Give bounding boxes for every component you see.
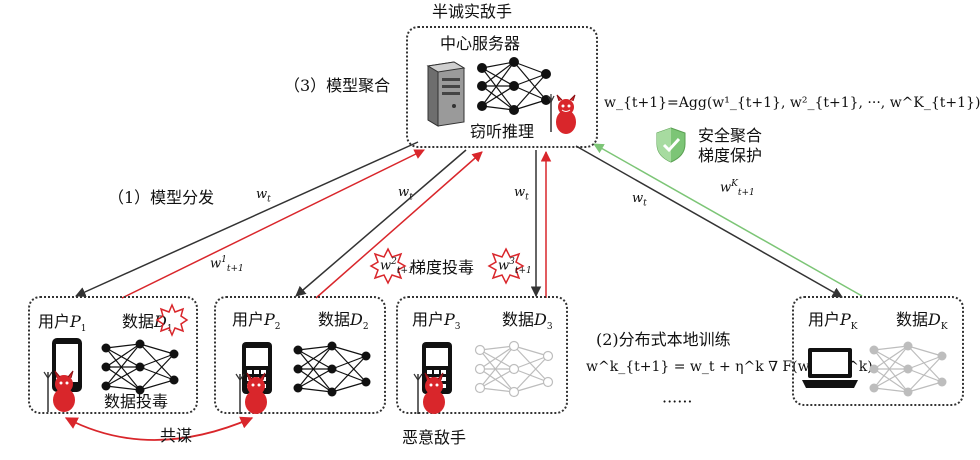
client-pK-data-label: 数据DK <box>896 310 948 333</box>
edge-label-wt-3: wt <box>514 185 529 203</box>
local-training-step-label: (2)分布式本地训练 <box>596 330 731 349</box>
client-p2-neural-network-icon <box>293 341 371 397</box>
server-title: 中心服务器 <box>440 34 521 53</box>
client-p2-data-label: 数据D2 <box>318 310 369 333</box>
semi-honest-adversary-label: 半诚实敌手 <box>432 2 513 21</box>
client-p3-user-label: 用户P3 <box>412 310 461 333</box>
poison-badge-w2-icon <box>369 247 407 285</box>
poison-w2-label: w2t+1 <box>380 257 414 276</box>
edge-label-wt-4: wt <box>632 191 647 209</box>
data-poison-badge-icon <box>155 303 189 337</box>
data-poisoning-label: 数据投毒 <box>104 392 169 411</box>
server-box <box>406 26 598 148</box>
client-p1-devil-icon <box>43 370 75 412</box>
edge-label-wK: wKt+1 <box>720 179 755 198</box>
laptop-icon <box>802 348 858 388</box>
server-neural-network-icon <box>477 57 551 115</box>
collusion-label: 共谋 <box>160 426 193 445</box>
shield-check-icon <box>656 127 686 163</box>
poison-badge-w3-icon <box>487 247 525 285</box>
client-p2-devil-icon <box>235 372 267 414</box>
edge-label-w1: w1t+1 <box>210 255 244 274</box>
client-pK-user-label: 用户PK <box>808 310 858 333</box>
aggregation-formula: w_{t+1}=Agg(w¹_{t+1}, w²_{t+1}, ···, w^K… <box>604 95 980 111</box>
server-devil-icon <box>547 94 576 134</box>
malicious-adversary-label: 恶意敌手 <box>402 428 467 447</box>
local-training-formula: w^k_{t+1} = w_t + η^k ∇ F(w^t, D^k) <box>586 359 873 375</box>
client-p3-devil-icon <box>413 372 445 414</box>
client-p3-data-label: 数据D3 <box>502 310 553 333</box>
client-p3-neural-network-icon <box>474 340 554 398</box>
ellipsis-label: ······ <box>662 392 693 411</box>
client-box-p2 <box>214 296 386 414</box>
gradient-protection-label: 梯度保护 <box>698 146 763 165</box>
poison-w3-label: w3t+1 <box>498 257 532 276</box>
client-p1-neural-network-icon <box>101 339 179 395</box>
edge-p2-to-server <box>315 151 483 299</box>
client-box-pK <box>792 296 964 406</box>
server-tower-icon <box>426 61 466 127</box>
eavesdrop-inference-label: 窃听推理 <box>470 122 535 141</box>
edge-pK-to-server <box>593 143 863 297</box>
edge-label-wt-1: wt <box>256 187 271 205</box>
secure-aggregation-label: 安全聚合 <box>698 126 763 145</box>
client-box-p3 <box>396 296 568 414</box>
edge-p1-to-server <box>121 149 425 299</box>
edge-label-wt-2: wt <box>398 185 413 203</box>
client-box-p1 <box>28 296 198 414</box>
distribute-step-label: （1）模型分发 <box>108 188 215 207</box>
edge-server-to-p2 <box>295 149 467 297</box>
client-p2-user-label: 用户P2 <box>232 310 281 333</box>
client-p1-user-label: 用户P1 <box>38 312 87 335</box>
gradient-poisoning-label: 梯度投毒 <box>410 258 475 277</box>
edge-server-to-pK <box>575 145 843 298</box>
client-pK-neural-network-icon <box>869 341 947 397</box>
collusion-arc <box>64 416 254 441</box>
edge-server-to-p1 <box>75 141 419 297</box>
aggregation-step-label: （3）模型聚合 <box>284 76 391 95</box>
